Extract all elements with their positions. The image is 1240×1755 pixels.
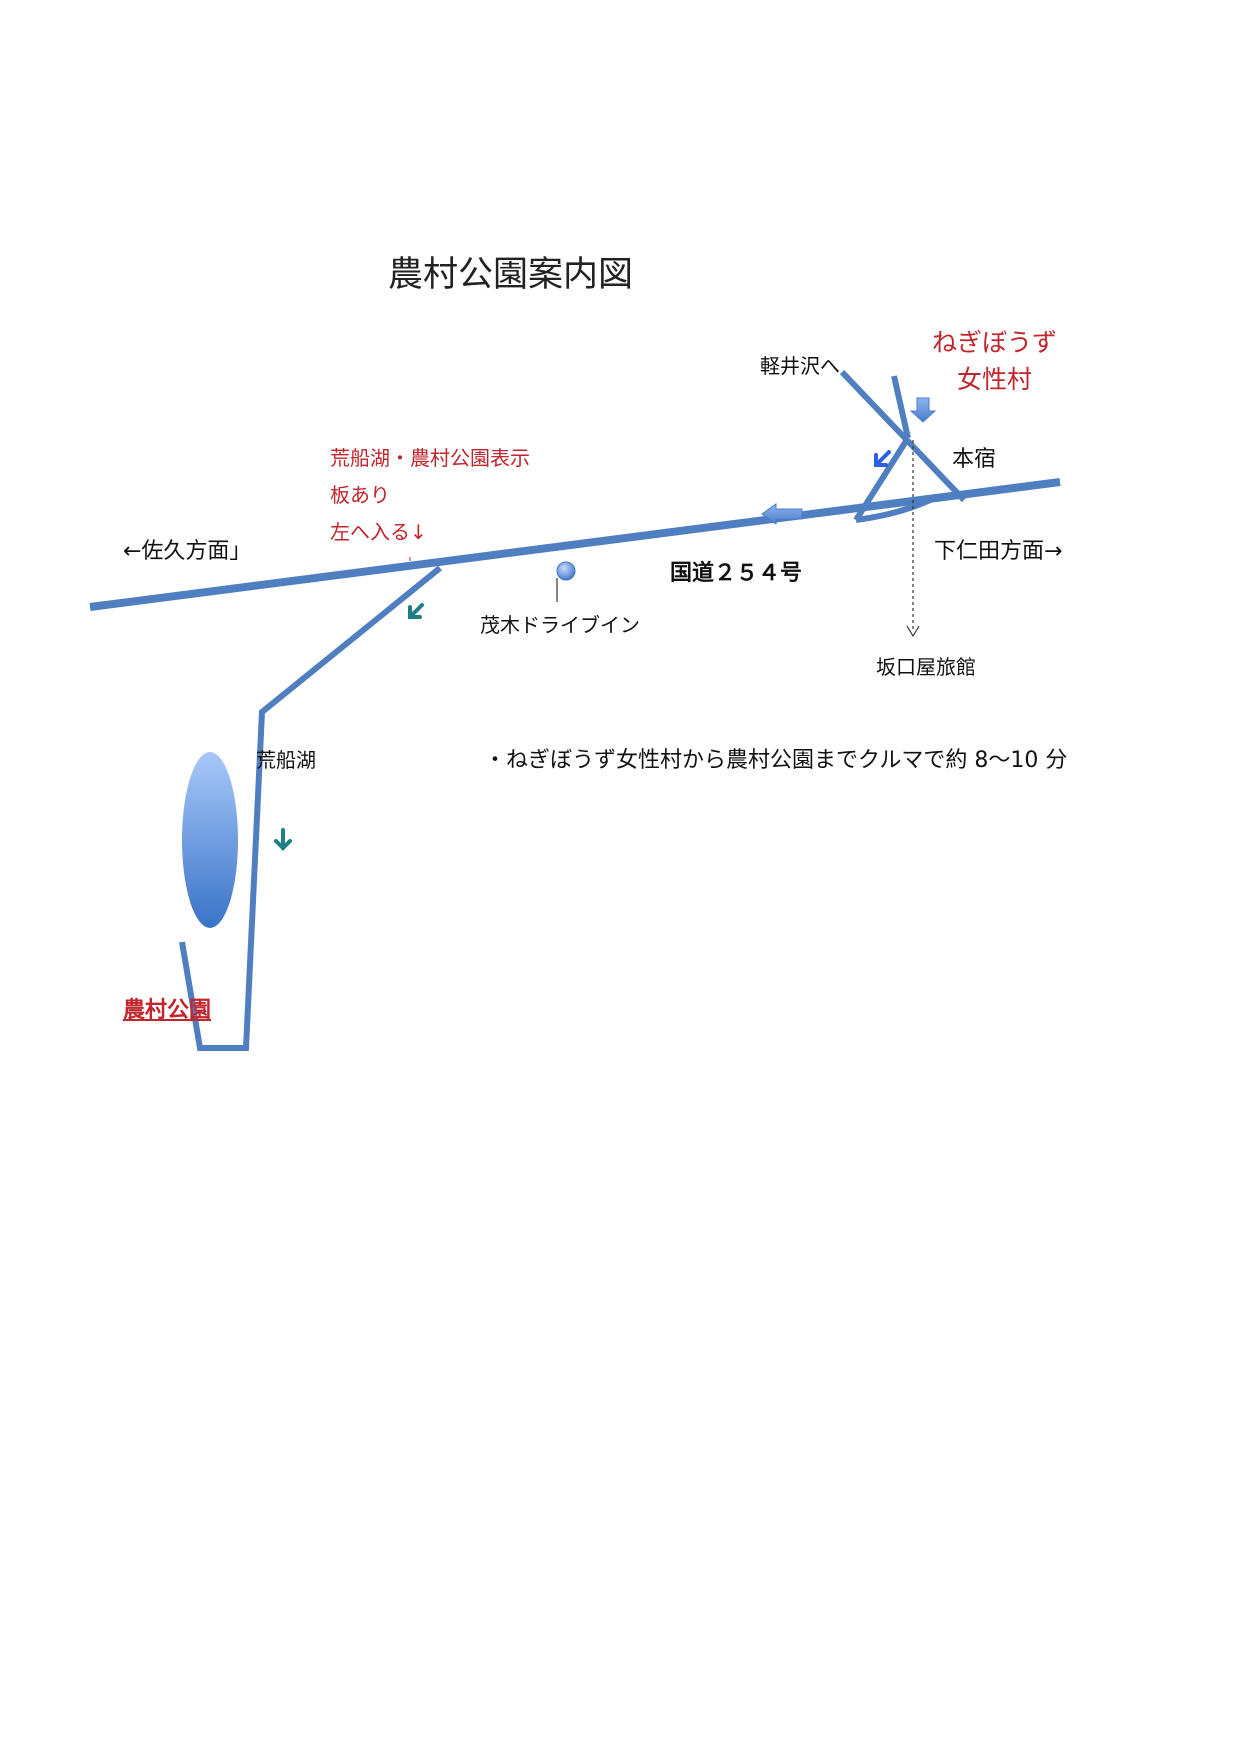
page-title: 農村公園案内図: [388, 255, 634, 295]
sign-note-line-3: 左へ入る↓: [330, 520, 427, 544]
arafune-lake-shape: [182, 752, 238, 928]
park-access-road: [179, 565, 442, 1051]
label-negibozu-2: 女性村: [957, 365, 1033, 394]
direction-arrow-down-icon: [909, 397, 937, 423]
motojuku-branch-left: [853, 436, 911, 522]
route-254-road: [89, 478, 1061, 611]
arrow-down-left-icon-2: [408, 603, 424, 619]
label-saku: ←佐久方面」: [123, 539, 252, 564]
motojuku-curve: [855, 497, 932, 523]
label-sakaguchiya: 坂口屋旅館: [876, 655, 976, 679]
label-noson-park: 農村公園: [123, 998, 212, 1023]
label-karuizawa: 軽井沢へ: [760, 354, 840, 378]
label-shimonita: 下仁田方面→: [934, 539, 1063, 564]
arrow-down-left-icon: [874, 450, 891, 467]
sign-note-line-1: 荒船湖・農村公園表示: [330, 446, 530, 470]
label-motojuku: 本宿: [952, 447, 997, 472]
sign-note-line-2: 板あり: [330, 483, 390, 507]
label-shigeki-drive-in: 茂木ドライブイン: [480, 613, 640, 637]
direction-arrow-left-icon: [761, 503, 803, 525]
arrow-down-icon: [274, 828, 292, 851]
karuizawa-road: [839, 369, 967, 503]
motojuku-branch-up: [891, 375, 911, 439]
drive-in-marker: [556, 561, 576, 581]
sakaguchiya-pointer-head: [906, 625, 920, 638]
label-arafune-lake: 荒船湖: [256, 748, 316, 772]
label-negibozu-1: ねぎぼうず: [932, 328, 1058, 357]
travel-time-note: ・ねぎぼうず女性村から農村公園までクルマで約 8〜10 分: [484, 748, 1068, 773]
label-route-254: 国道２５４号: [670, 561, 803, 586]
